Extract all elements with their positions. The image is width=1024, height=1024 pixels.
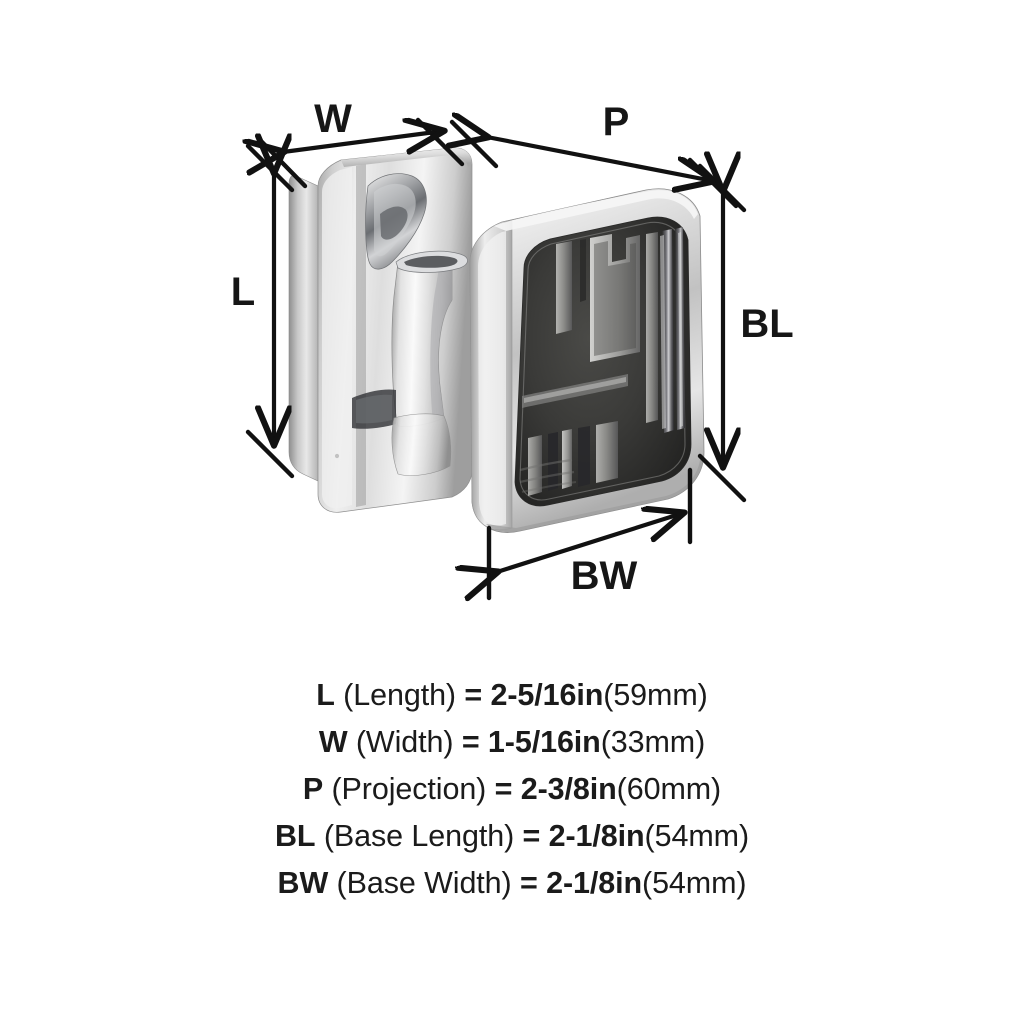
- spec-line-width: W (Width) = 1-5/16in(33mm): [0, 719, 1024, 766]
- spec-line-projection: P (Projection) = 2-3/8in(60mm): [0, 766, 1024, 813]
- spec-name-width: (Width): [347, 725, 454, 760]
- spec-eq-bl: =: [514, 819, 549, 854]
- product-dimension-diagram: W P L BL BW: [230, 97, 794, 602]
- spec-abbr-p: P: [302, 772, 324, 807]
- dimension-label-bl: BL: [740, 302, 793, 346]
- spec-name-base-width: (Base Width): [328, 866, 512, 901]
- spec-abbr-l: L: [316, 678, 335, 712]
- mounting-base-piece: [469, 188, 705, 533]
- spec-metric-length: (59mm): [603, 678, 708, 712]
- specification-list: L (Length) = 2-5/16in(59mm) W (Width) = …: [0, 672, 1024, 908]
- spec-name-projection: (Projection): [323, 772, 487, 807]
- dimension-label-p: P: [603, 100, 630, 144]
- spec-name-base-length: (Base Length): [315, 819, 515, 854]
- spec-eq-bw: =: [511, 866, 547, 901]
- spec-value-length: 2-5/16in: [490, 678, 604, 712]
- spec-abbr-bl: BL: [275, 819, 316, 854]
- spec-line-length: L (Length) = 2-5/16in(59mm): [0, 672, 1024, 719]
- spec-abbr-w: W: [318, 725, 348, 760]
- spec-line-base-width: BW (Base Width) = 2-1/8in(54mm): [0, 860, 1024, 907]
- dimension-label-bw: BW: [571, 554, 638, 598]
- spec-line-base-length: BL (Base Length) = 2-1/8in(54mm): [0, 813, 1024, 860]
- w-arrow: [283, 131, 443, 152]
- spec-eq-l: =: [456, 678, 491, 712]
- dimension-annotations: [248, 120, 747, 598]
- spec-value-base-length: 2-1/8in: [548, 819, 645, 854]
- dimension-label-l: L: [231, 270, 255, 314]
- spec-metric-projection: (60mm): [616, 772, 722, 807]
- spec-metric-width: (33mm): [600, 725, 706, 760]
- spec-metric-base-width: (54mm): [642, 866, 747, 901]
- p-arrow: [487, 137, 713, 181]
- spec-value-width: 1-5/16in: [487, 725, 601, 760]
- spec-abbr-bw: BW: [277, 866, 329, 901]
- spec-metric-base-length: (54mm): [644, 819, 750, 854]
- spec-eq-p: =: [486, 772, 521, 807]
- bw-arrow: [497, 513, 683, 572]
- spec-value-projection: 2-3/8in: [520, 772, 617, 807]
- spec-name-length: (Length): [334, 678, 456, 712]
- dimension-label-w: W: [314, 97, 352, 141]
- robe-hook-front-piece: [288, 147, 473, 513]
- spec-value-base-width: 2-1/8in: [546, 866, 643, 901]
- spec-eq-w: =: [453, 725, 488, 760]
